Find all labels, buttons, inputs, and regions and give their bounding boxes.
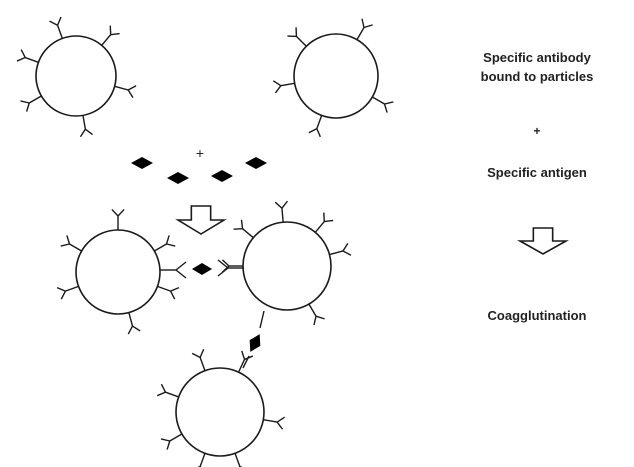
antigen-label: Specific antigen: [487, 165, 587, 180]
antibody-icon: [233, 219, 254, 239]
antibody-icon: [49, 16, 63, 39]
particle-bottom: [156, 348, 286, 467]
antibody-icon: [79, 115, 93, 138]
particle-middle-right: [221, 200, 352, 326]
antibody-icon: [356, 18, 373, 40]
reaction-arrow: [175, 205, 227, 235]
particle-circle: [75, 229, 161, 315]
antibody-icon: [272, 80, 295, 94]
particle-top-right: [272, 18, 394, 138]
antibody-icon: [274, 200, 289, 223]
bridging-antibodies: [160, 259, 265, 369]
antibody-icon: [127, 312, 141, 335]
antigen-diamond-icon: [249, 334, 261, 352]
plus-label: +: [533, 124, 541, 138]
antibody-icon: [156, 383, 179, 398]
antibody-icon: [263, 416, 286, 430]
antibody-icon: [160, 433, 183, 450]
particle-circle: [293, 33, 379, 119]
antibody-icon: [314, 212, 334, 233]
particle-circle: [242, 221, 332, 311]
antibody-icon: [234, 453, 243, 467]
antibody-icon: [56, 285, 79, 300]
antibody-icon: [101, 25, 120, 46]
antibody-icon: [308, 115, 323, 138]
antigen-diamond-icon: [245, 157, 267, 169]
antibody-icon: [197, 453, 206, 467]
antibody-icon: [329, 242, 352, 256]
particle-circle: [175, 367, 265, 457]
antigen-diamond-icon: [211, 170, 233, 182]
antibody-icon: [157, 285, 180, 300]
antibody-icon: [154, 235, 176, 252]
antibody-icon: [308, 303, 325, 326]
particle-top-left: [16, 16, 137, 138]
antibody-particle-label: Specific antibody bound to particles: [480, 50, 594, 84]
antibody-icon: [111, 208, 125, 230]
antibody-icon: [191, 348, 206, 371]
particle-layer: [16, 16, 394, 467]
antigen-diamond-icon: [192, 263, 212, 275]
hollow-arrow-icon: [516, 227, 570, 255]
particle-middle-left: [56, 208, 180, 335]
antibody-icon: [287, 27, 307, 47]
antigen-layer: [131, 157, 267, 369]
antibody-icon: [60, 235, 82, 252]
antigen-diamond-icon: [131, 157, 153, 169]
antibody-icon: [114, 85, 137, 98]
antibody-icon: [16, 49, 39, 63]
antibody-icon: [372, 96, 394, 113]
antigen-diamond-icon: [167, 172, 189, 184]
antibody-icon: [20, 95, 42, 112]
legend-hollow-arrow-icon: [516, 227, 570, 255]
diagram-plus-sign: +: [196, 145, 204, 161]
hollow-arrow-icon: [175, 205, 227, 235]
particle-circle: [35, 35, 117, 117]
coagglutination-label: Coagglutination: [487, 308, 587, 323]
